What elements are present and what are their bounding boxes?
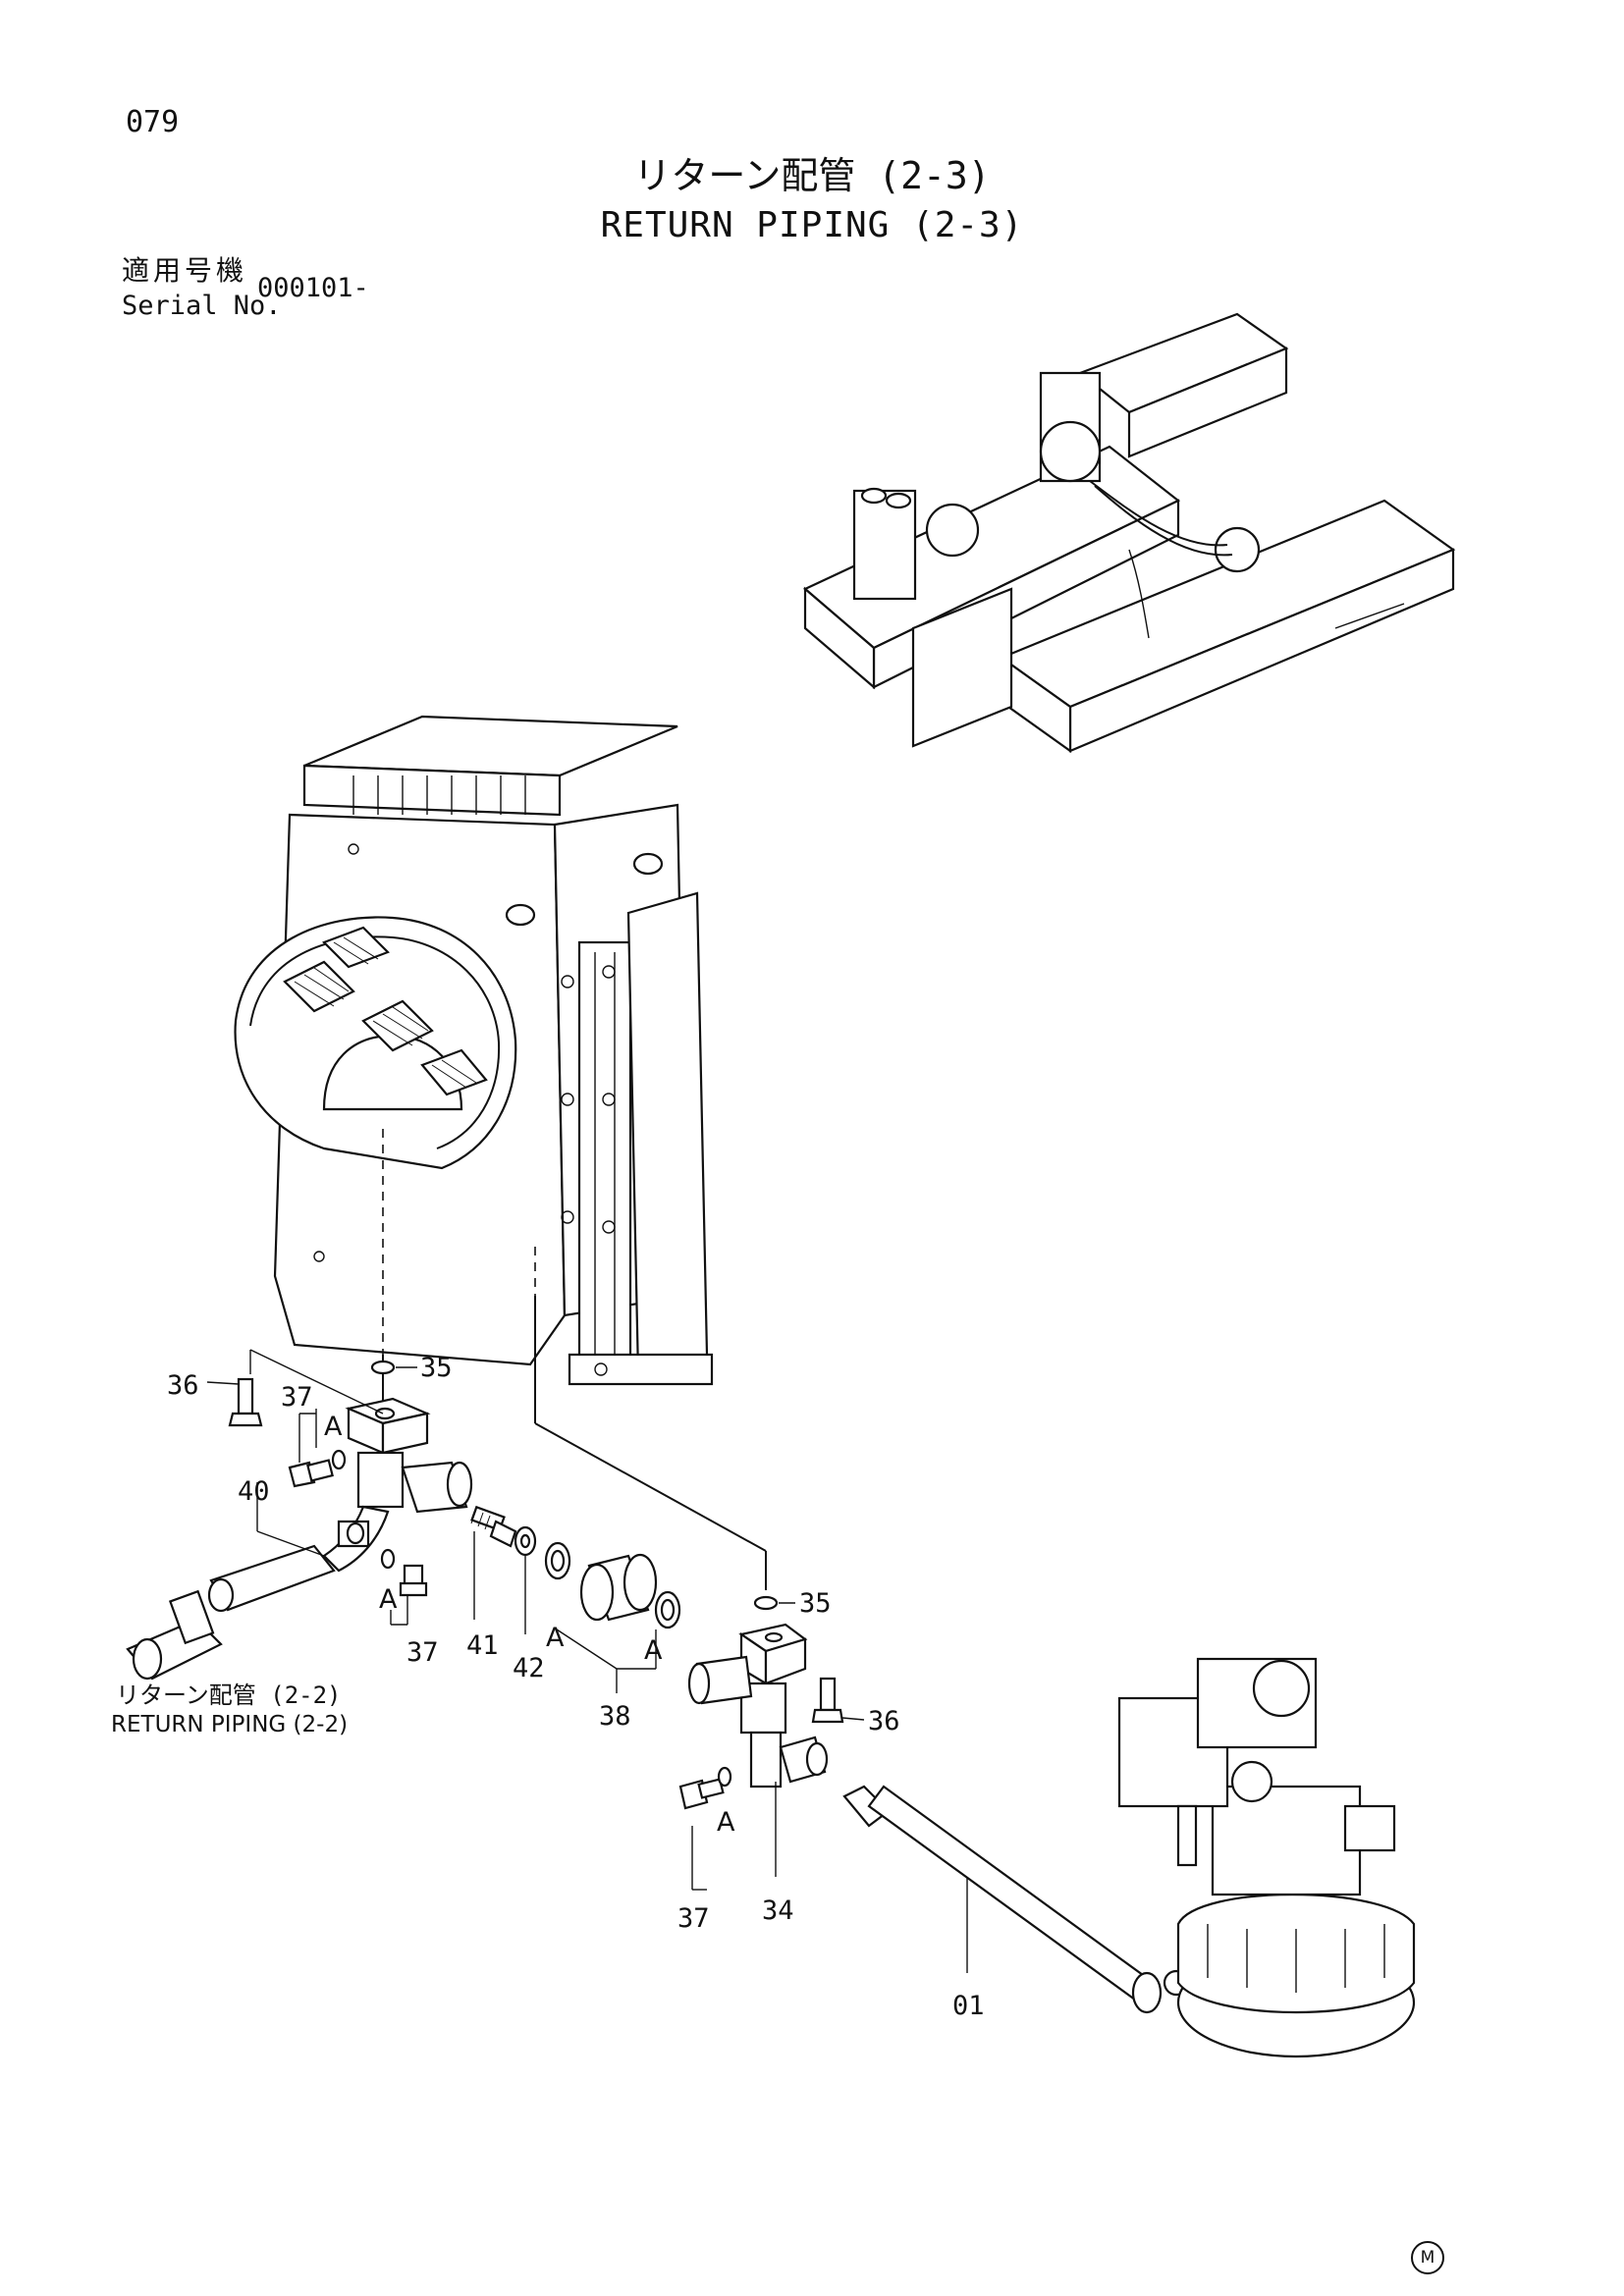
callout-a-3: A	[546, 1623, 565, 1653]
page-number: 079	[126, 105, 180, 139]
reference-label-english: RETURN PIPING (2-2)	[111, 1712, 349, 1737]
callout-labels: 36 35 37 A 40 A 37 41 42 A A 38 35 36 A …	[167, 1353, 985, 2021]
reference-label-japanese: リターン配管 (2-2)	[116, 1682, 342, 1709]
callout-a-4: A	[644, 1635, 663, 1666]
radiator-oil-cooler-assembly	[234, 715, 714, 1386]
callout-37-bottom: 37	[406, 1637, 439, 1668]
callout-leader-lines	[206, 1349, 968, 1973]
maker-mark: M	[1411, 2241, 1444, 2274]
serial-label-japanese: 適用号機	[122, 254, 248, 287]
fan-guard-mesh	[283, 926, 488, 1096]
return-hose-01	[842, 1785, 1190, 2014]
callout-40: 40	[238, 1476, 270, 1507]
right-return-fitting-group	[678, 1595, 844, 1810]
callout-35-top: 35	[420, 1353, 453, 1383]
callout-01: 01	[952, 1991, 985, 2021]
assembly-guide-lines	[382, 1129, 767, 1590]
callout-36-right: 36	[868, 1706, 900, 1736]
callout-42: 42	[513, 1653, 545, 1683]
callout-37-right: 37	[677, 1903, 710, 1934]
left-return-fitting-group	[126, 1360, 681, 1681]
callout-a-5: A	[717, 1807, 735, 1838]
machine-frame-overview	[802, 312, 1456, 754]
callout-41: 41	[466, 1630, 499, 1661]
swing-motor-assembly	[1117, 1657, 1416, 2058]
callout-38: 38	[599, 1701, 631, 1732]
page-title-english: RETURN PIPING (2-3)	[600, 205, 1024, 245]
serial-label-english: Serial No.	[122, 291, 282, 321]
callout-37-top: 37	[281, 1382, 313, 1413]
page-title-japanese: リターン配管 (2-3)	[633, 154, 991, 197]
serial-number-value: 000101-	[257, 273, 369, 303]
callout-a-2: A	[379, 1584, 398, 1615]
callout-34: 34	[762, 1896, 794, 1926]
callout-a-1: A	[324, 1412, 343, 1442]
callout-36-left: 36	[167, 1370, 199, 1401]
callout-35-right: 35	[799, 1588, 832, 1619]
